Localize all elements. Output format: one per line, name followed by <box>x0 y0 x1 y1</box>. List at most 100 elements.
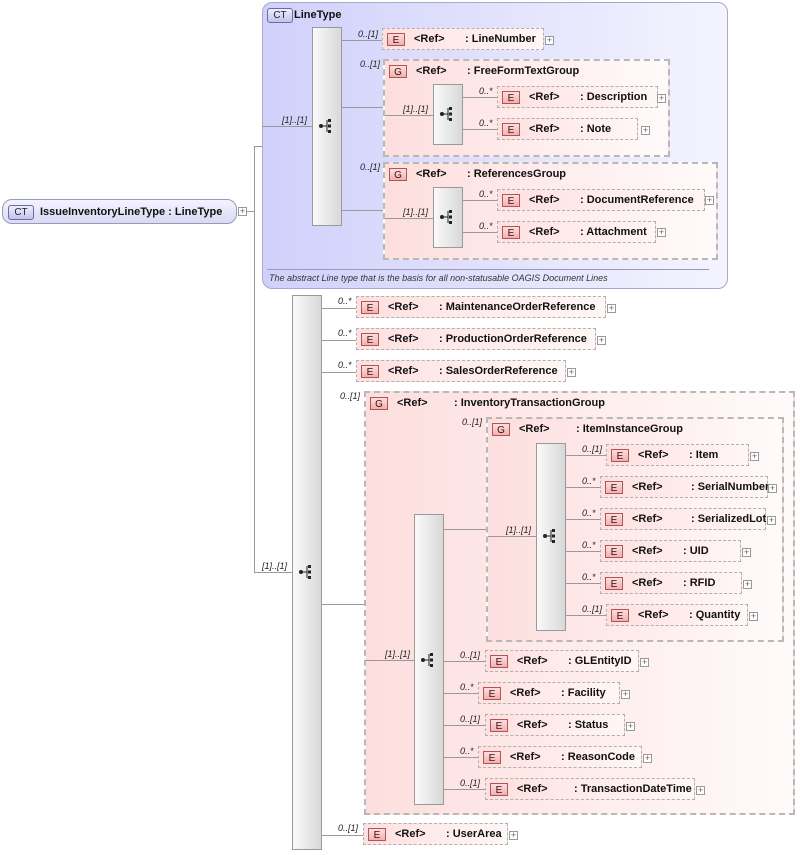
element-uid[interactable]: E <Ref> : UID <box>600 540 741 562</box>
cardinality-label: 0..[1] <box>582 444 603 454</box>
expand-icon[interactable]: + <box>641 125 650 135</box>
ref-label: <Ref> <box>517 655 548 667</box>
element-icon: E <box>611 609 629 622</box>
element-icon: E <box>490 719 508 732</box>
element-facility[interactable]: E <Ref> : Facility <box>478 682 620 704</box>
element-sales-order-reference[interactable]: E <Ref> : SalesOrderReference <box>356 360 566 382</box>
element-icon: E <box>502 194 520 207</box>
group-icon: G <box>370 397 388 410</box>
element-icon: E <box>605 481 623 494</box>
group-icon: G <box>492 423 510 436</box>
ref-label: <Ref> <box>510 751 541 763</box>
complex-type-icon: CT <box>8 205 34 220</box>
linetype-documentation: The abstract Line type that is the basis… <box>269 273 608 283</box>
expand-icon[interactable]: + <box>743 579 752 589</box>
element-document-reference[interactable]: E <Ref> : DocumentReference <box>497 189 705 211</box>
cardinality-label: 0..* <box>582 476 596 486</box>
element-icon: E <box>502 91 520 104</box>
element-item[interactable]: E <Ref> : Item <box>606 444 749 466</box>
ref-label: <Ref> <box>397 397 428 409</box>
expand-icon[interactable]: + <box>657 93 666 103</box>
element-attachment[interactable]: E <Ref> : Attachment <box>497 221 656 243</box>
collapse-root-icon[interactable]: + <box>238 206 247 216</box>
expand-icon[interactable]: + <box>621 689 630 699</box>
element-icon: E <box>605 513 623 526</box>
element-user-area[interactable]: E <Ref> : UserArea <box>363 823 508 845</box>
cardinality-label: 0..* <box>582 540 596 550</box>
element-reason-code[interactable]: E <Ref> : ReasonCode <box>478 746 642 768</box>
ref-label: <Ref> <box>388 301 419 313</box>
complex-type-icon: CT <box>267 8 293 23</box>
cardinality-label: 0..* <box>460 682 474 692</box>
sequence-icon <box>318 118 336 134</box>
element-icon: E <box>483 687 501 700</box>
expand-icon[interactable]: + <box>597 335 606 345</box>
sequence-icon <box>439 209 457 225</box>
expand-icon[interactable]: + <box>767 515 776 525</box>
element-icon: E <box>361 333 379 346</box>
expand-icon[interactable]: + <box>750 451 759 461</box>
ref-label: <Ref> <box>510 687 541 699</box>
element-serialized-lot[interactable]: E <Ref> : SerializedLot <box>600 508 766 530</box>
expand-icon[interactable]: + <box>657 227 666 237</box>
sequence-icon <box>298 564 316 580</box>
cardinality-label: [1]..[1] <box>506 525 532 535</box>
cardinality-label: 0..* <box>479 221 493 231</box>
expand-icon[interactable]: + <box>749 611 758 621</box>
element-transaction-date-time[interactable]: E <Ref> : TransactionDateTime <box>485 778 695 800</box>
cardinality-label: [1]..[1] <box>282 115 308 125</box>
element-rfid[interactable]: E <Ref> : RFID <box>600 572 742 594</box>
cardinality-label: 0..* <box>582 572 596 582</box>
expand-icon[interactable]: + <box>768 483 777 493</box>
cardinality-label: [1]..[1] <box>385 649 411 659</box>
cardinality-label: 0..[1] <box>360 59 381 69</box>
element-name: : ReasonCode <box>561 751 635 763</box>
element-description[interactable]: E <Ref> : Description <box>497 86 658 108</box>
element-serial-number[interactable]: E <Ref> : SerialNumber <box>600 476 770 498</box>
element-name: : SerialNumber <box>691 481 770 493</box>
element-name: : Note <box>580 123 612 135</box>
element-name: : TransactionDateTime <box>574 783 692 795</box>
cardinality-label: 0..* <box>460 746 474 756</box>
expand-icon[interactable]: + <box>509 830 518 840</box>
expand-icon[interactable]: + <box>626 721 635 731</box>
element-icon: E <box>490 655 508 668</box>
expand-icon[interactable]: + <box>567 367 576 377</box>
element-name: : DocumentReference <box>580 194 694 206</box>
expand-icon[interactable]: + <box>696 785 705 795</box>
ref-label: <Ref> <box>416 168 447 180</box>
expand-icon[interactable]: + <box>640 657 649 667</box>
element-quantity[interactable]: E <Ref> : Quantity <box>606 604 748 626</box>
divider <box>267 269 709 270</box>
element-icon: E <box>387 33 405 46</box>
expand-icon[interactable]: + <box>545 35 554 45</box>
element-name: : Facility <box>561 687 606 699</box>
element-name: : ProductionOrderReference <box>439 333 587 345</box>
expand-icon[interactable]: + <box>643 753 652 763</box>
group-name: : ReferencesGroup <box>467 168 567 180</box>
expand-icon[interactable]: + <box>607 303 616 313</box>
cardinality-label: 0..[1] <box>338 823 359 833</box>
cardinality-label: 0..* <box>479 189 493 199</box>
root-complex-type[interactable]: CT IssueInventoryLineType : LineType <box>2 199 237 224</box>
group-name: : ItemInstanceGroup <box>576 423 683 435</box>
element-name: : RFID <box>683 577 716 589</box>
group-free-form-text[interactable]: G <Ref> : FreeFormTextGroup <box>383 59 670 157</box>
expand-icon[interactable]: + <box>705 195 714 205</box>
element-status[interactable]: E <Ref> : Status <box>485 714 625 736</box>
element-production-order-reference[interactable]: E <Ref> : ProductionOrderReference <box>356 328 596 350</box>
element-gl-entity-id[interactable]: E <Ref> : GLEntityID <box>485 650 639 672</box>
group-icon: G <box>389 168 407 181</box>
expand-icon[interactable]: + <box>742 547 751 557</box>
element-name: : Item <box>689 449 719 461</box>
element-maintenance-order-reference[interactable]: E <Ref> : MaintenanceOrderReference <box>356 296 606 318</box>
element-icon: E <box>502 226 520 239</box>
cardinality-label: 0..* <box>338 296 352 306</box>
element-note[interactable]: E <Ref> : Note <box>497 118 638 140</box>
element-line-number[interactable]: E <Ref> : LineNumber <box>382 28 544 50</box>
cardinality-label: 0..* <box>479 118 493 128</box>
element-name: : MaintenanceOrderReference <box>439 301 596 313</box>
cardinality-label: 0..[1] <box>358 29 379 39</box>
ref-label: <Ref> <box>632 481 663 493</box>
ref-label: <Ref> <box>529 194 560 206</box>
